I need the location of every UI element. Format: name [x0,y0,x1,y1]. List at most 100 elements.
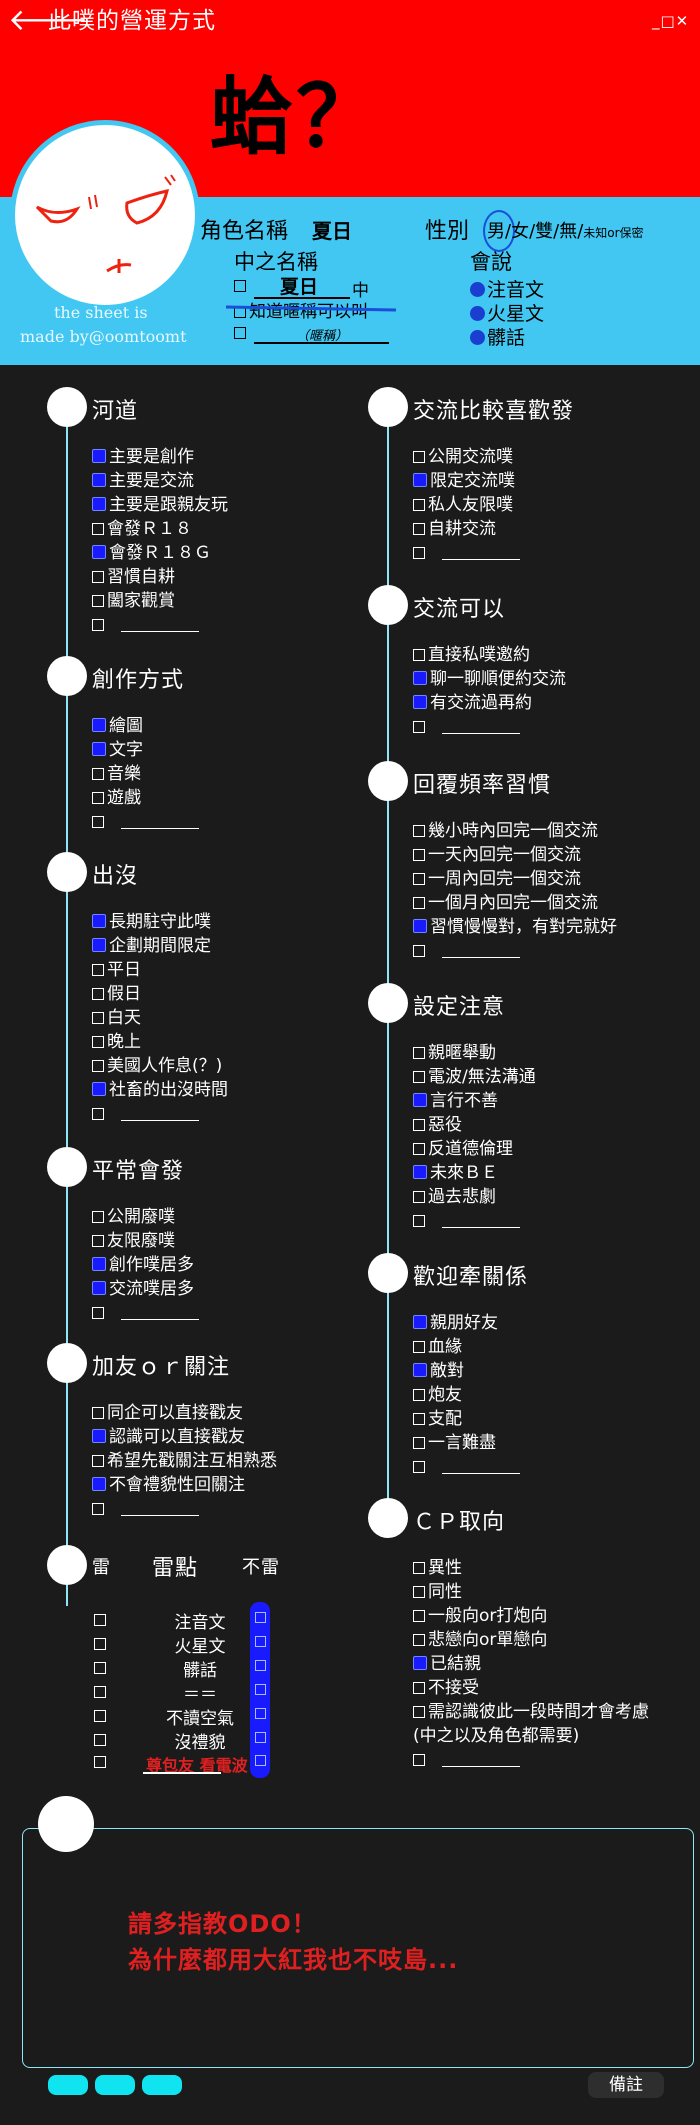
cn3-checkbox[interactable] [234,323,249,343]
checklist-item[interactable]: 幾小時內回完一個交流 [413,821,598,841]
checklist-item[interactable]: 直接私噗邀約 [413,645,530,665]
thunder-left-checkbox[interactable] [94,1706,109,1725]
back-arrow-icon[interactable]: 🡐 [8,3,89,38]
checklist-item[interactable]: 聊一聊順便約交流 [413,669,566,689]
blank-option[interactable] [92,812,199,832]
checklist-item[interactable]: 電波/無法溝通 [413,1067,536,1087]
thunder-right-checkbox[interactable] [255,1660,266,1671]
gender-small[interactable]: 未知or保密 [583,226,644,240]
checklist-item[interactable]: 社畜的出沒時間 [92,1080,228,1100]
checklist-item[interactable]: 惡役 [413,1115,462,1135]
checklist-item[interactable]: 未來ＢＥ [413,1163,498,1183]
checklist-item[interactable]: 同性 [413,1582,462,1602]
checklist-item[interactable]: 文字 [92,740,143,760]
blank-option[interactable] [92,615,199,635]
checklist-item[interactable]: 公開廢噗 [92,1207,175,1227]
thunder-row-label: 沒禮貌 [174,1733,226,1753]
checklist-item[interactable]: 音樂 [92,764,141,784]
checklist-item[interactable]: 言行不善 [413,1091,498,1111]
checklist-item[interactable]: 異性 [413,1558,462,1578]
gender-rest[interactable]: /女/雙/無/ [505,221,584,242]
gender-selected[interactable]: 男 [487,221,505,242]
checklist-item[interactable]: 一天內回完一個交流 [413,845,581,865]
checklist-item[interactable]: 一周內回完一個交流 [413,869,581,889]
checklist-item[interactable]: 悲戀向or單戀向 [413,1630,547,1650]
checklist-item[interactable]: 企劃期間限定 [92,936,211,956]
checklist-item[interactable]: 過去悲劇 [413,1187,496,1207]
checklist-item[interactable]: 習慣慢慢對，有對完就好 [413,917,617,937]
thunder-right-checkbox[interactable] [255,1755,266,1766]
window-controls[interactable]: _□✕ [652,12,690,30]
blank-option[interactable] [92,1104,199,1124]
checklist-item[interactable]: 假日 [92,984,141,1004]
checklist-item[interactable]: 一個月內回完一個交流 [413,893,598,913]
checklist-item[interactable]: 同企可以直接戳友 [92,1403,243,1423]
checklist-item[interactable]: 交流噗居多 [92,1279,194,1299]
section-node [368,983,408,1023]
thunder-left-checkbox[interactable] [94,1730,109,1749]
checklist-item[interactable]: 已結親 [413,1654,481,1674]
checklist-item[interactable]: 會發Ｒ１８Ｇ [92,543,211,563]
checklist-item[interactable]: 支配 [413,1409,462,1429]
checklist-item[interactable]: 主要是創作 [92,447,194,467]
footer-pill-2[interactable] [95,2075,135,2095]
checklist-item[interactable]: 限定交流噗 [413,471,515,491]
checklist-item[interactable]: 親朋好友 [413,1313,498,1333]
speak-item[interactable]: 注音文 [470,275,544,302]
checklist-item[interactable]: 繪圖 [92,716,143,736]
thunder-right-checkbox[interactable] [255,1732,266,1743]
blank-option[interactable] [413,1457,520,1477]
blank-option[interactable] [413,717,520,737]
cn1-checkbox[interactable] [234,276,249,296]
checklist-item[interactable]: 平日 [92,960,141,980]
checklist-item[interactable]: 親暱舉動 [413,1043,496,1063]
thunder-right-checkbox[interactable] [255,1708,266,1719]
checklist-item[interactable]: 認識可以直接戳友 [92,1427,245,1447]
checklist-item[interactable]: 一言難盡 [413,1433,496,1453]
checklist-item[interactable]: 創作噗居多 [92,1255,194,1275]
checklist-item[interactable]: 血緣 [413,1337,462,1357]
note-button[interactable]: 備註 [588,2072,664,2098]
checklist-item[interactable]: 希望先戳關注互相熟悉 [92,1451,277,1471]
speak-item[interactable]: 髒話 [470,323,525,350]
checklist-item[interactable]: 一般向or打炮向 [413,1606,547,1626]
thunder-left-checkbox[interactable] [94,1752,109,1771]
checklist-item[interactable]: 反道德倫理 [413,1139,513,1159]
checklist-item[interactable]: 長期駐守此噗 [92,912,211,932]
checklist-item[interactable]: 會發Ｒ１８ [92,519,192,539]
checklist-item[interactable]: 炮友 [413,1385,462,1405]
blank-option[interactable] [413,941,520,961]
checklist-item[interactable]: 習慣自耕 [92,567,175,587]
checklist-item[interactable]: 白天 [92,1008,141,1028]
checklist-item[interactable]: 敵對 [413,1361,464,1381]
checklist-item[interactable]: 晚上 [92,1032,141,1052]
thunder-right-checkbox[interactable] [255,1636,266,1647]
speak-item[interactable]: 火星文 [470,299,544,326]
checklist-item[interactable]: 公開交流噗 [413,447,513,467]
blank-option[interactable] [92,1499,199,1519]
blank-option[interactable] [413,1750,520,1770]
checklist-item[interactable]: 不接受 [413,1678,479,1698]
checklist-item[interactable]: 主要是交流 [92,471,194,491]
checklist-item[interactable]: 闔家觀賞 [92,591,175,611]
blank-option[interactable] [413,1211,520,1231]
checklist-item[interactable]: 不會禮貌性回關注 [92,1475,245,1495]
checklist-item[interactable]: 自耕交流 [413,519,496,539]
blank-option[interactable] [413,543,520,563]
footer-pill-1[interactable] [48,2075,88,2095]
checklist-item[interactable]: 有交流過再約 [413,693,532,713]
checklist-item[interactable]: 友限廢噗 [92,1231,175,1251]
thunder-left-checkbox[interactable] [94,1682,109,1701]
blank-option[interactable] [92,1303,199,1323]
thunder-right-checkbox[interactable] [255,1684,266,1695]
checklist-item[interactable]: 遊戲 [92,788,141,808]
thunder-left-checkbox[interactable] [94,1634,109,1653]
thunder-left-checkbox[interactable] [94,1610,109,1629]
checklist-item[interactable]: 主要是跟親友玩 [92,495,228,515]
thunder-right-checkbox[interactable] [255,1612,266,1623]
thunder-left-checkbox[interactable] [94,1658,109,1677]
footer-pill-3[interactable] [142,2075,182,2095]
checklist-item[interactable]: 需認識彼此一段時間才會考慮 [413,1702,649,1722]
checklist-item[interactable]: 私人友限噗 [413,495,513,515]
checklist-item[interactable]: 美國人作息(？) [92,1056,222,1076]
